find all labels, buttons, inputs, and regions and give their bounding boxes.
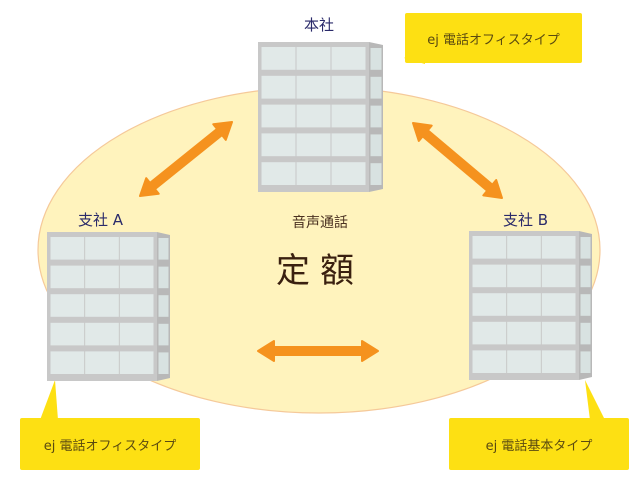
building-side-window: [158, 238, 169, 260]
building-window: [296, 162, 331, 185]
building-window: [85, 351, 119, 374]
building-window: [85, 265, 119, 289]
building-window: [507, 321, 541, 345]
building-window: [261, 133, 296, 157]
building-branch-a-icon: [47, 232, 170, 381]
building-window: [541, 293, 576, 316]
building-window: [50, 322, 85, 346]
building-side-window: [370, 105, 382, 128]
building-window: [261, 104, 296, 128]
building-side-window: [158, 295, 169, 317]
callout-pointer-branch-a: [40, 380, 58, 420]
hq-plan-callout: ej 電話オフィスタイプ: [405, 13, 582, 63]
building-window: [261, 75, 296, 99]
building-hq-icon: [258, 42, 383, 192]
building-window: [507, 293, 541, 316]
building-window: [472, 264, 507, 288]
building-side-window: [158, 323, 169, 346]
building-window: [541, 236, 576, 259]
building-window: [472, 236, 507, 259]
connection-arrows: [139, 121, 503, 362]
building-window: [507, 350, 541, 373]
building-window: [119, 351, 154, 374]
building-window: [85, 294, 119, 317]
building-side-window: [370, 134, 382, 157]
building-window: [331, 104, 366, 128]
building-window: [331, 133, 366, 157]
hq-label: 本社: [304, 16, 335, 34]
building-window: [472, 321, 507, 345]
building-side-window: [370, 76, 382, 99]
branch-a-plan-callout: ej 電話オフィスタイプ: [20, 418, 200, 470]
branch-a-label: 支社 A: [78, 211, 124, 229]
building-window: [296, 75, 331, 99]
building-window: [119, 294, 154, 317]
building-window: [50, 351, 85, 374]
building-side-window: [580, 294, 591, 316]
building-side-window: [158, 266, 169, 289]
double-arrow: [139, 121, 233, 197]
voice-call-label: 音声通話: [292, 215, 348, 231]
double-arrow: [412, 122, 503, 199]
building-window: [261, 47, 296, 70]
building-window: [472, 293, 507, 316]
building-window: [85, 237, 119, 260]
building-window: [119, 322, 154, 346]
building-window: [296, 133, 331, 157]
building-side-window: [370, 48, 382, 70]
building-side-window: [580, 237, 591, 259]
building-window: [507, 236, 541, 259]
building-window: [261, 162, 296, 185]
building-window: [331, 162, 366, 185]
building-side-window: [580, 322, 591, 345]
double-arrow: [257, 340, 379, 362]
building-window: [50, 294, 85, 317]
building-window: [119, 237, 154, 260]
building-side-window: [580, 351, 591, 373]
building-window: [50, 265, 85, 289]
callout-pointer-branch-b: [585, 380, 605, 420]
building-window: [296, 47, 331, 70]
building-window: [119, 265, 154, 289]
building-side-window: [580, 265, 591, 288]
building-side-window: [158, 352, 169, 374]
building-window: [296, 104, 331, 128]
building-window: [85, 322, 119, 346]
building-side-window: [370, 163, 382, 185]
building-branch-b-icon: [469, 231, 592, 380]
building-window: [331, 75, 366, 99]
flat-rate-label: 定額: [276, 251, 364, 291]
building-window: [541, 321, 576, 345]
branch-b-plan-callout: ej 電話基本タイプ: [449, 418, 629, 470]
building-window: [472, 350, 507, 373]
building-window: [541, 264, 576, 288]
building-window: [331, 47, 366, 70]
building-window: [541, 350, 576, 373]
building-window: [507, 264, 541, 288]
building-window: [50, 237, 85, 260]
branch-b-label: 支社 B: [503, 211, 549, 229]
